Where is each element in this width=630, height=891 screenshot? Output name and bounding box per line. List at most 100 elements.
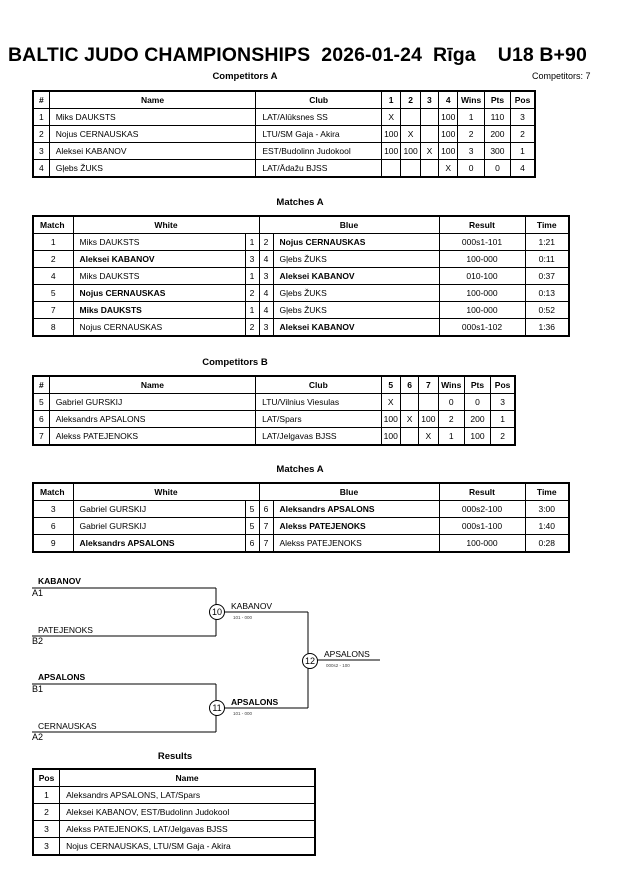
score-cell: 100 bbox=[380, 142, 402, 160]
match-number: 8 bbox=[32, 318, 74, 337]
white-number: 1 bbox=[244, 233, 260, 251]
score-cell: 100 bbox=[438, 125, 459, 143]
match-result: 000s1-102 bbox=[438, 318, 526, 337]
blue-number: 2 bbox=[258, 233, 274, 251]
column-header: Pos bbox=[510, 90, 536, 109]
competitor-number: 5 bbox=[32, 393, 50, 411]
column-header: Pts bbox=[463, 375, 492, 394]
blue-number: 4 bbox=[258, 284, 274, 302]
bracket-semi2-score: 101 - 000 bbox=[233, 711, 253, 716]
column-header: Result bbox=[438, 482, 526, 501]
bracket-semi1-bottom-name: PATEJENOKS bbox=[38, 625, 93, 635]
white-competitor: Nojus CERNAUSKAS bbox=[72, 284, 246, 302]
white-competitor: Nojus CERNAUSKAS bbox=[72, 318, 246, 337]
points-cell: 300 bbox=[483, 142, 512, 160]
column-header: Pos bbox=[490, 375, 516, 394]
bracket-match-11: 11 bbox=[209, 700, 225, 716]
blue-number: 3 bbox=[258, 318, 274, 337]
white-competitor: Gabriel GURSKIJ bbox=[72, 517, 246, 535]
match-result: 000s1-100 bbox=[438, 517, 526, 535]
competitor-name: Miks DAUKSTS bbox=[48, 108, 257, 126]
points-cell: 200 bbox=[463, 410, 492, 428]
bracket-semi2-top-seed: B1 bbox=[32, 684, 44, 694]
competitor-number: 2 bbox=[32, 125, 50, 143]
column-header: 7 bbox=[418, 375, 439, 394]
blue-competitor: Alekss PATEJENOKS bbox=[272, 517, 440, 535]
blue-competitor: Gļebs ŽUKS bbox=[272, 284, 440, 302]
column-header: 1 bbox=[380, 90, 402, 109]
matches-a-heading: Matches A bbox=[276, 197, 324, 208]
score-cell bbox=[400, 108, 421, 126]
competitor-number: 1 bbox=[32, 108, 50, 126]
white-competitor: Gabriel GURSKIJ bbox=[72, 500, 246, 518]
result-position: 3 bbox=[32, 837, 61, 856]
column-header: Blue bbox=[258, 482, 440, 501]
score-cell bbox=[419, 159, 440, 178]
points-cell: 0 bbox=[463, 393, 492, 411]
column-header: Blue bbox=[258, 215, 440, 234]
blue-competitor: Aleksei KABANOV bbox=[272, 318, 440, 337]
match-time: 3:00 bbox=[524, 500, 570, 518]
bracket-semi2-winner: APSALONS bbox=[231, 697, 279, 707]
result-name: Aleksei KABANOV, EST/Budolinn Judokool bbox=[59, 803, 316, 821]
column-header: 4 bbox=[438, 90, 459, 109]
competitor-club: EST/Budolinn Judokool bbox=[255, 142, 382, 160]
result-position: 2 bbox=[32, 803, 61, 821]
result-name: Alekss PATEJENOKS, LAT/Jelgavas BJSS bbox=[59, 820, 316, 838]
bracket-semi1-winner: KABANOV bbox=[231, 601, 273, 611]
blue-number: 4 bbox=[258, 301, 274, 319]
score-cell bbox=[400, 159, 421, 178]
result-position: 3 bbox=[32, 820, 61, 838]
score-cell: 100 bbox=[438, 142, 459, 160]
match-result: 100-000 bbox=[438, 301, 526, 319]
blue-number: 4 bbox=[258, 250, 274, 268]
match-number: 3 bbox=[32, 500, 74, 518]
wins-cell: 0 bbox=[457, 159, 485, 178]
column-header: Name bbox=[48, 375, 257, 394]
wins-cell: 1 bbox=[437, 427, 465, 446]
match-result: 000s1-101 bbox=[438, 233, 526, 251]
result-position: 1 bbox=[32, 786, 61, 804]
column-header: Time bbox=[524, 482, 570, 501]
wins-cell: 2 bbox=[457, 125, 485, 143]
column-header: Wins bbox=[457, 90, 485, 109]
wins-cell: 3 bbox=[457, 142, 485, 160]
blue-number: 7 bbox=[258, 517, 274, 535]
blue-competitor: Nojus CERNAUSKAS bbox=[272, 233, 440, 251]
position-cell: 3 bbox=[510, 108, 536, 126]
match-result: 100-000 bbox=[438, 284, 526, 302]
elimination-bracket: KABANOV A1 PATEJENOKS B2 10 KABANOV 101 … bbox=[0, 570, 630, 750]
column-header: White bbox=[72, 482, 260, 501]
score-cell: 100 bbox=[400, 142, 421, 160]
column-header: Result bbox=[438, 215, 526, 234]
match-number: 7 bbox=[32, 301, 74, 319]
blue-competitor: Alekss PATEJENOKS bbox=[272, 534, 440, 553]
match-time: 0:13 bbox=[524, 284, 570, 302]
position-cell: 4 bbox=[510, 159, 536, 178]
column-header: Name bbox=[48, 90, 257, 109]
competitors-a-heading: Competitors A bbox=[212, 71, 278, 82]
position-cell: 3 bbox=[490, 393, 516, 411]
score-cell: 100 bbox=[380, 125, 402, 143]
competitor-number: 3 bbox=[32, 142, 50, 160]
match-number: 1 bbox=[32, 233, 74, 251]
column-header: Name bbox=[59, 768, 316, 787]
competitor-club: LAT/Ādažu BJSS bbox=[255, 159, 382, 178]
bracket-semi2-bottom-name: CERNAUSKAS bbox=[38, 721, 97, 731]
bracket-semi1-top-name: KABANOV bbox=[38, 576, 81, 586]
competitor-name: Aleksandrs APSALONS bbox=[48, 410, 257, 428]
score-cell: 100 bbox=[418, 410, 439, 428]
competitor-number: 4 bbox=[32, 159, 50, 178]
points-cell: 100 bbox=[463, 427, 492, 446]
